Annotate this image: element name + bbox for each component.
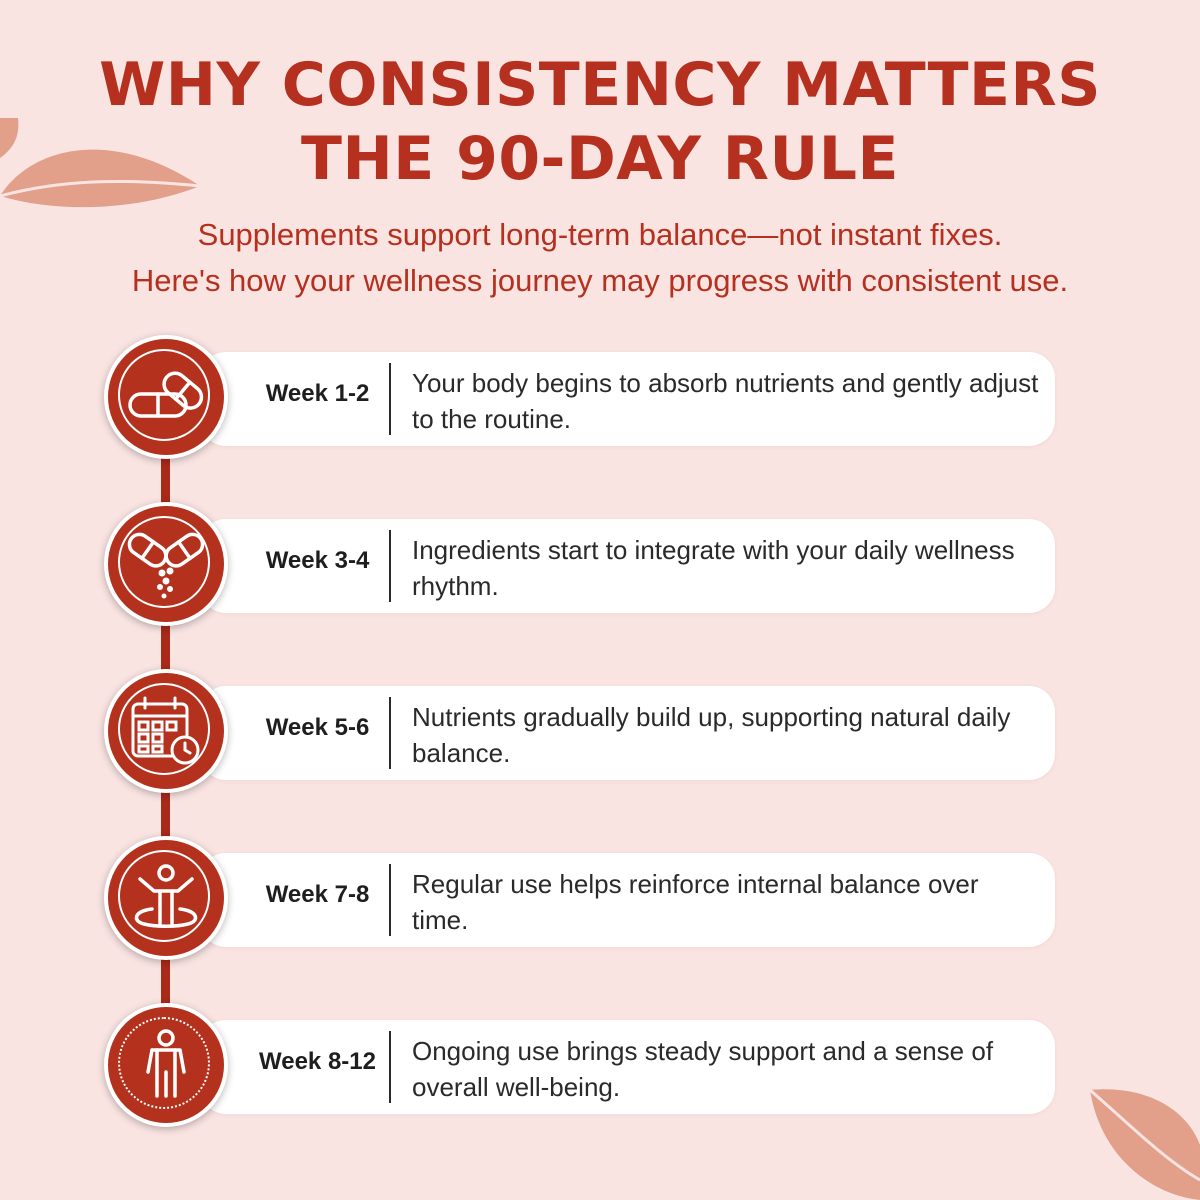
leaf-decoration-left xyxy=(0,118,201,208)
step-week-label: Week 1-2 xyxy=(265,380,370,407)
title-line-1: WHY CONSISTENCY MATTERS xyxy=(99,50,1101,120)
open-capsule-icon xyxy=(127,532,205,599)
step-description: Regular use helps reinforce internal bal… xyxy=(412,869,979,935)
step-card xyxy=(200,853,1055,947)
step-description: Nutrients gradually build up, supporting… xyxy=(412,702,1011,768)
step-description: Ongoing use brings steady support and a … xyxy=(412,1036,994,1102)
step-description: Your body begins to absorb nutrients and… xyxy=(412,368,1039,434)
timeline-step: Week 5-6 Nutrients gradually build up, s… xyxy=(0,669,1200,799)
step-description: Ingredients start to integrate with your… xyxy=(412,535,1015,601)
step-week-label: Week 3-4 xyxy=(265,547,370,574)
subtitle-line-2: Here's how your wellness journey may pro… xyxy=(131,263,1069,298)
timeline-step: Week 3-4 Ingredients start to integrate … xyxy=(0,502,1200,632)
title-line-2: THE 90-DAY RULE xyxy=(301,124,899,194)
calendar-clock-icon xyxy=(131,696,200,765)
step-card xyxy=(200,519,1055,613)
step-divider xyxy=(389,864,391,936)
timeline-step: Week 7-8 Regular use helps reinforce int… xyxy=(0,836,1200,966)
step-week-label: Week 7-8 xyxy=(265,881,370,908)
person-ring-icon xyxy=(134,864,198,928)
step-badge xyxy=(104,669,228,793)
step-card xyxy=(200,1020,1055,1114)
step-week-label: Week 5-6 xyxy=(265,714,370,741)
step-badge xyxy=(104,335,228,459)
subtitle-line-1: Supplements support long-term balance—no… xyxy=(197,217,1003,252)
step-divider xyxy=(389,530,391,602)
leaf-decoration-right xyxy=(1090,1088,1200,1200)
step-card xyxy=(200,686,1055,780)
step-divider xyxy=(389,1031,391,1103)
person-standing-icon xyxy=(146,1029,186,1098)
step-divider xyxy=(389,697,391,769)
capsules-icon xyxy=(128,371,204,418)
step-card xyxy=(200,352,1055,446)
page-subtitle: Supplements support long-term balance—no… xyxy=(0,212,1200,304)
step-badge xyxy=(104,502,228,626)
timeline-step: Week 1-2 Your body begins to absorb nutr… xyxy=(0,335,1200,465)
step-divider xyxy=(389,363,391,435)
page-title: WHY CONSISTENCY MATTERS THE 90-DAY RULE xyxy=(0,48,1200,196)
timeline-step: Week 8-12 Ongoing use brings steady supp… xyxy=(0,1003,1200,1133)
step-week-label: Week 8-12 xyxy=(259,1048,376,1075)
step-badge xyxy=(104,836,228,960)
step-badge xyxy=(104,1003,228,1127)
